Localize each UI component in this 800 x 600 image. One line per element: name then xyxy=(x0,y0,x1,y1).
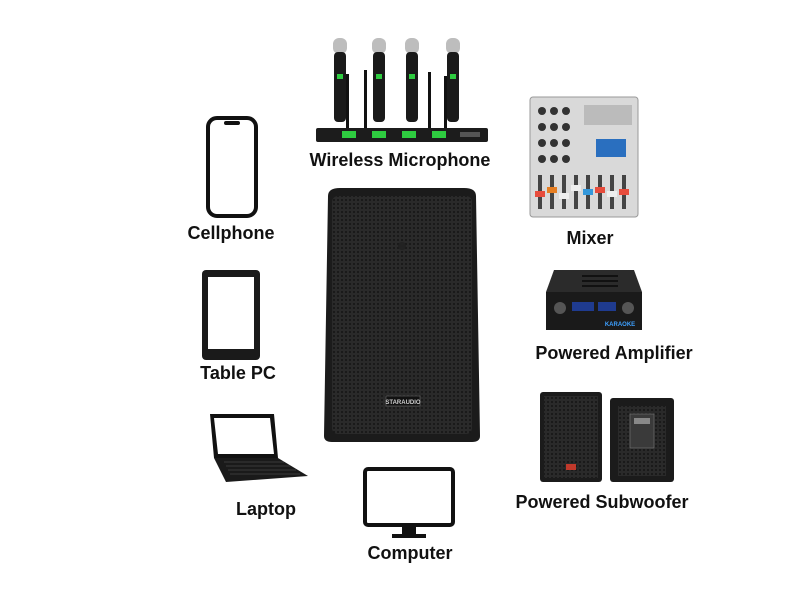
amplifier-label: Powered Amplifier xyxy=(535,343,693,363)
microphone-4 xyxy=(446,38,460,122)
subwoofer-front xyxy=(540,392,602,482)
speaker-icon: STARAUDIO xyxy=(324,188,480,442)
cellphone-icon xyxy=(206,116,258,218)
computer-label: Computer xyxy=(367,543,453,563)
laptop-label: Laptop xyxy=(236,499,296,519)
mixer-label: Mixer xyxy=(566,228,614,248)
mixer-icon xyxy=(529,96,639,218)
subwoofer-icon xyxy=(540,392,674,482)
tablet-label: Table PC xyxy=(200,363,276,383)
microphone-2 xyxy=(372,38,386,122)
monitor-icon xyxy=(363,467,455,538)
amplifier-icon: KARAOKE xyxy=(546,270,642,330)
microphone-3 xyxy=(405,38,419,122)
amplifier-brand-text: KARAOKE xyxy=(605,322,635,328)
subwoofer-label: Powered Subwoofer xyxy=(515,492,689,512)
cellphone-label: Cellphone xyxy=(187,223,275,243)
speaker-brand-text: STARAUDIO xyxy=(385,400,421,406)
microphone-1 xyxy=(333,38,347,122)
wireless-microphone-icon xyxy=(316,38,488,142)
laptop-icon xyxy=(210,414,308,482)
subwoofer-back xyxy=(610,398,674,482)
tablet-icon xyxy=(202,270,260,360)
wireless-microphone-label: Wireless Microphone xyxy=(309,150,491,170)
